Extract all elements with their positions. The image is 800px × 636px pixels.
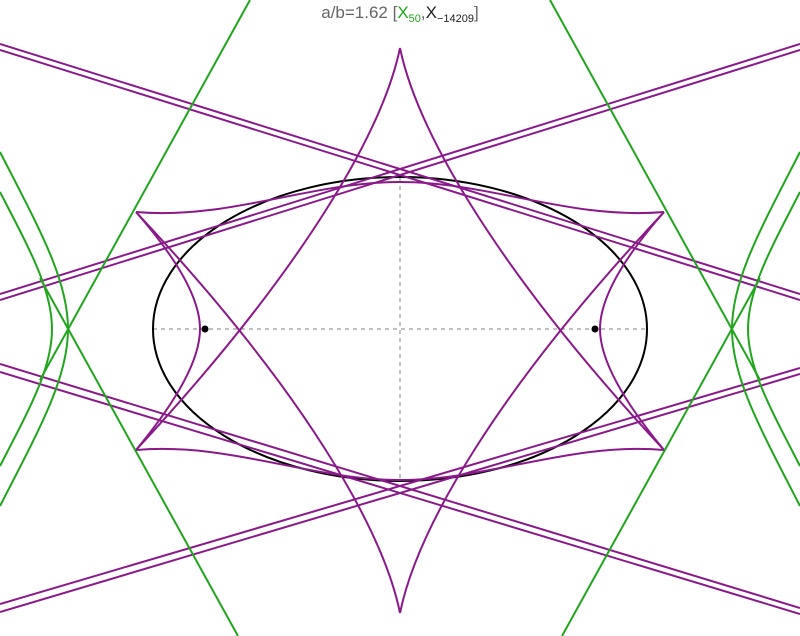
green-lines: [39, 0, 761, 636]
purple-line: [0, 373, 800, 613]
purple-hourglass-curve: [135, 180, 665, 482]
green-curve-right-inner: [746, 191, 800, 467]
star-curve-segment: [399, 211, 665, 614]
purple-star-curve: [135, 47, 665, 614]
purple-line: [0, 367, 800, 605]
purple-lines: [0, 43, 800, 615]
green-curves: [0, 151, 800, 507]
green-line: [39, 0, 251, 381]
diagram-caption: a/b=1.62 [X50,X−14209]: [0, 2, 800, 25]
foci: [201, 325, 599, 333]
green-line: [561, 277, 761, 636]
hourglass-top: [135, 180, 665, 215]
star-curve-segment: [135, 211, 401, 614]
caption-separator: ,: [420, 3, 426, 22]
caption-prefix: a/b=1.62 [: [321, 3, 398, 22]
star-curve-segment: [399, 47, 665, 451]
star-curve-segment: [135, 47, 401, 451]
left-focus: [201, 325, 209, 333]
caption-black-symbol: X: [425, 3, 437, 22]
green-curve-right-outer: [730, 151, 800, 507]
hourglass-right: [598, 211, 665, 451]
green-line: [549, 0, 761, 381]
caption-suffix: ]: [474, 3, 479, 22]
green-line: [39, 277, 239, 636]
purple-line: [0, 49, 800, 301]
hourglass-bottom: [135, 447, 665, 482]
caption-black-index: −14209: [437, 13, 475, 25]
green-curve-left-inner: [0, 191, 54, 467]
hourglass-left: [135, 211, 202, 451]
green-curve-left-outer: [0, 151, 70, 507]
caption-green-index: 50: [408, 13, 421, 25]
right-focus: [591, 325, 599, 333]
purple-line: [0, 43, 800, 295]
axes: [153, 178, 647, 482]
caption-green-symbol: X: [397, 3, 409, 22]
